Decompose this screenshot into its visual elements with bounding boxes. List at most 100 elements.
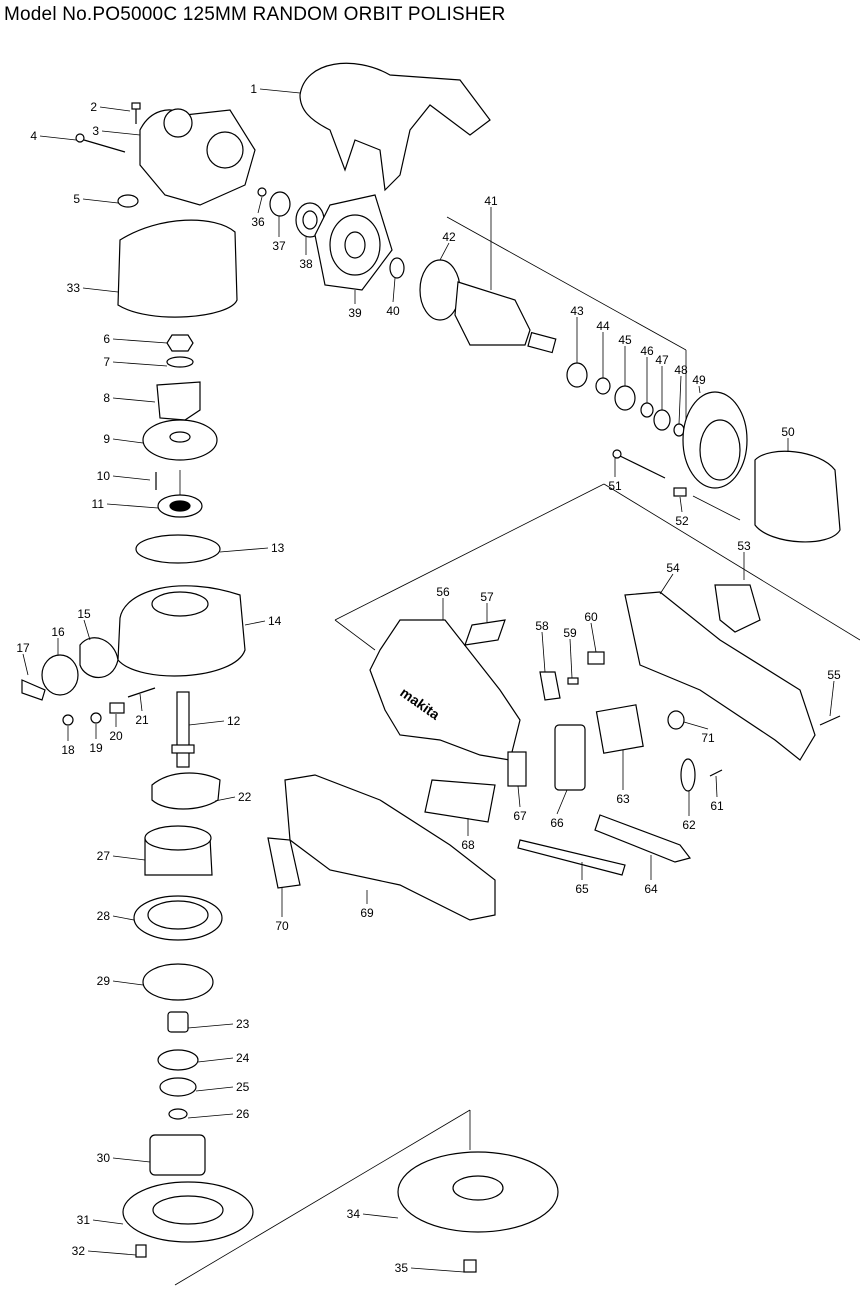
leader-line-58 xyxy=(541,631,546,673)
part-number-label-22: 22 xyxy=(238,790,252,804)
leader-line-31 xyxy=(92,1219,124,1225)
leader-line-7 xyxy=(112,361,168,367)
part-number-label-32: 32 xyxy=(72,1244,86,1258)
group-boundary-lines xyxy=(174,216,860,1286)
part-number-label-9: 9 xyxy=(103,432,110,446)
part-number-label-69: 69 xyxy=(360,906,374,920)
part-number-label-34: 34 xyxy=(347,1207,361,1221)
leader-line-28 xyxy=(112,915,135,921)
part-number-label-28: 28 xyxy=(97,909,111,923)
leader-line-6 xyxy=(112,338,168,344)
part-number-label-62: 62 xyxy=(682,818,696,832)
part-number-label-13: 13 xyxy=(271,541,285,555)
leader-line-11 xyxy=(106,503,159,509)
part-number-label-19: 19 xyxy=(89,741,103,755)
leader-line-60 xyxy=(590,622,597,653)
leader-line-23 xyxy=(187,1023,234,1029)
leader-line-54 xyxy=(659,573,674,595)
part-number-label-23: 23 xyxy=(236,1017,250,1031)
part-number-label-43: 43 xyxy=(570,304,584,318)
leader-line-25 xyxy=(195,1086,234,1092)
part-number-label-53: 53 xyxy=(737,539,751,553)
part-number-label-16: 16 xyxy=(51,625,65,639)
diagram-title: Model No.PO5000C 125MM RANDOM ORBIT POLI… xyxy=(4,4,506,25)
leader-line-22 xyxy=(214,796,236,802)
part-number-label-20: 20 xyxy=(109,729,123,743)
leader-line-52 xyxy=(679,496,683,513)
part-number-label-60: 60 xyxy=(584,610,598,624)
part-number-label-3: 3 xyxy=(92,124,99,138)
leader-line-27 xyxy=(112,855,146,861)
part-number-label-7: 7 xyxy=(103,355,110,369)
leader-line-34 xyxy=(362,1213,399,1219)
leader-line-24 xyxy=(197,1057,234,1063)
part-number-label-44: 44 xyxy=(596,319,610,333)
part-number-label-70: 70 xyxy=(275,919,289,933)
leader-line-2 xyxy=(99,106,131,112)
part-66-controller xyxy=(554,724,586,791)
part-1-rear-cover xyxy=(299,62,491,192)
leader-line-61 xyxy=(715,775,718,798)
leader-line-12 xyxy=(188,720,225,726)
part-number-label-25: 25 xyxy=(236,1080,250,1094)
leader-line-29 xyxy=(112,980,144,986)
part-number-label-50: 50 xyxy=(781,425,795,439)
leader-line-67 xyxy=(517,785,521,808)
part-number-label-1: 1 xyxy=(250,82,257,96)
part-number-label-35: 35 xyxy=(395,1261,409,1275)
leader-line-5 xyxy=(82,198,119,204)
part-8-balance-weight xyxy=(156,381,201,421)
part-69-handle-set xyxy=(284,774,496,921)
leader-line-17 xyxy=(22,653,29,676)
part-number-label-15: 15 xyxy=(77,607,91,621)
leader-line-35 xyxy=(410,1267,465,1273)
leader-line-4 xyxy=(39,135,77,141)
leader-line-48 xyxy=(678,375,682,425)
part-number-label-51: 51 xyxy=(608,479,622,493)
part-number-label-11: 11 xyxy=(92,497,105,511)
part-22-eccentric xyxy=(151,772,221,810)
part-number-label-38: 38 xyxy=(299,257,313,271)
part-number-label-31: 31 xyxy=(77,1213,91,1227)
part-53-switch-lever xyxy=(714,584,761,633)
leader-line-14 xyxy=(244,620,266,626)
part-14-gear-housing xyxy=(117,585,246,677)
part-number-label-5: 5 xyxy=(73,192,80,206)
part-number-label-55: 55 xyxy=(827,668,841,682)
leader-line-30 xyxy=(112,1157,151,1163)
leader-line-15 xyxy=(83,619,91,641)
part-42-bevel-gear xyxy=(419,259,461,321)
part-50-field xyxy=(754,450,841,543)
part-number-label-46: 46 xyxy=(640,344,654,358)
leader-line-21 xyxy=(139,693,143,712)
part-number-label-17: 17 xyxy=(16,641,30,655)
part-number-label-61: 61 xyxy=(710,799,724,813)
part-number-label-18: 18 xyxy=(61,743,75,757)
part-number-label-49: 49 xyxy=(692,373,706,387)
leader-line-32 xyxy=(87,1250,137,1256)
part-number-label-57: 57 xyxy=(480,590,494,604)
part-number-label-21: 21 xyxy=(135,713,149,727)
leader-line-33 xyxy=(82,287,119,293)
part-number-label-64: 64 xyxy=(644,882,658,896)
part-54-handle-set xyxy=(624,591,816,761)
part-number-label-59: 59 xyxy=(563,626,577,640)
part-number-label-33: 33 xyxy=(67,281,81,295)
leader-line-36 xyxy=(257,196,263,214)
part-shapes: makita xyxy=(21,62,841,1273)
part-number-label-6: 6 xyxy=(103,332,110,346)
leader-line-42 xyxy=(439,242,450,261)
part-number-label-54: 54 xyxy=(666,561,680,575)
leader-line-13 xyxy=(219,547,269,553)
leader-line-66 xyxy=(556,789,568,815)
part-number-label-4: 4 xyxy=(30,129,37,143)
leader-line-8 xyxy=(112,397,156,403)
part-number-label-56: 56 xyxy=(436,585,450,599)
leader-line-49 xyxy=(698,385,701,394)
part-number-label-2: 2 xyxy=(90,100,97,114)
part-number-label-48: 48 xyxy=(674,363,688,377)
part-number-label-26: 26 xyxy=(236,1107,250,1121)
part-number-label-14: 14 xyxy=(268,614,282,628)
